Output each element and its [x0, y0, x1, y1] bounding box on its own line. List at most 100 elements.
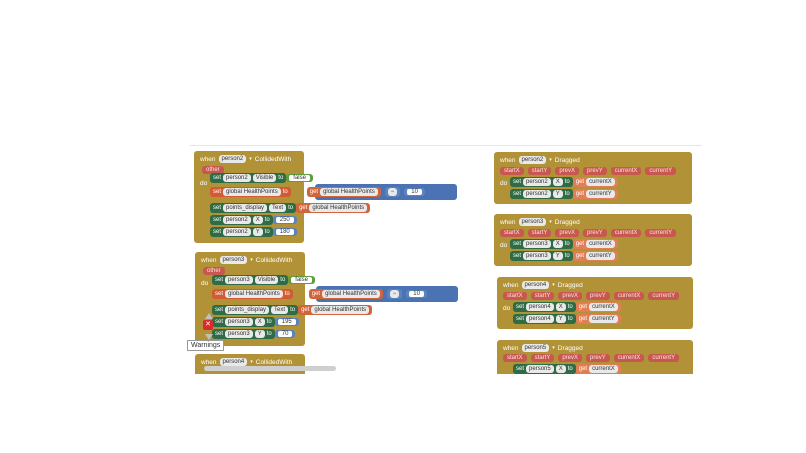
param-currentX[interactable]: currentX	[610, 167, 642, 175]
warnings-toggle[interactable]: Warnings	[187, 340, 225, 351]
param-startX[interactable]: startX	[500, 167, 524, 175]
param-currentY[interactable]: currentY	[648, 354, 680, 362]
event-block-person4-collided[interactable]: when person4▾ CollidedWith	[195, 354, 305, 374]
event-header: when person3▾ CollidedWith	[201, 256, 293, 264]
warnings-down-arrow-icon[interactable]	[205, 334, 213, 340]
param-startX[interactable]: startX	[500, 229, 524, 237]
param-prevY[interactable]: prevY	[586, 354, 610, 362]
op-minus[interactable]: −	[386, 289, 403, 299]
component-dropdown[interactable]: person5	[521, 344, 550, 352]
param-prevY[interactable]: prevY	[583, 229, 607, 237]
param-currentY[interactable]: currentY	[645, 229, 677, 237]
param-currentX[interactable]: currentX	[613, 292, 645, 300]
warnings-up-arrow-icon[interactable]	[205, 313, 213, 319]
number-block[interactable]: 195	[274, 318, 299, 326]
component-dropdown[interactable]: person2	[518, 156, 547, 164]
component-dropdown[interactable]: person2	[218, 155, 247, 163]
component-dropdown[interactable]: person4	[521, 281, 550, 289]
param-currentX[interactable]: currentX	[613, 354, 645, 362]
param-prevY[interactable]: prevY	[583, 167, 607, 175]
number-block[interactable]: 180	[272, 228, 297, 236]
param-startX[interactable]: startX	[503, 292, 527, 300]
component-dropdown[interactable]: person3	[219, 256, 248, 264]
bool-block[interactable]: false	[288, 276, 315, 284]
param-startX[interactable]: startX	[503, 354, 527, 362]
param-currentY[interactable]: currentY	[648, 292, 680, 300]
param-other[interactable]: other	[202, 166, 224, 174]
param-prevY[interactable]: prevY	[586, 292, 610, 300]
number-block[interactable]: 10	[404, 188, 425, 196]
param-other[interactable]: other	[203, 267, 225, 275]
param-startY[interactable]: startY	[527, 229, 552, 237]
param-prevX[interactable]: prevX	[558, 354, 583, 362]
drag-params: startX startY prevX prevY currentX curre…	[503, 292, 680, 300]
component-dropdown[interactable]: person4	[219, 358, 248, 366]
param-prevX[interactable]: prevX	[555, 167, 580, 175]
param-startY[interactable]: startY	[530, 354, 555, 362]
error-icon[interactable]: ✕	[203, 320, 213, 330]
param-prevX[interactable]: prevX	[555, 229, 580, 237]
op-minus[interactable]: −	[384, 187, 401, 197]
number-block[interactable]: 10	[406, 290, 427, 298]
param-startY[interactable]: startY	[527, 167, 552, 175]
param-startY[interactable]: startY	[530, 292, 555, 300]
number-block[interactable]: 70	[274, 330, 296, 338]
bool-block[interactable]: false	[286, 174, 313, 182]
param-currentY[interactable]: currentY	[645, 167, 677, 175]
param-currentX[interactable]: currentX	[610, 229, 642, 237]
component-dropdown[interactable]: person3	[518, 218, 547, 226]
horizontal-scrollbar[interactable]	[204, 366, 336, 371]
event-header: when person4▾ CollidedWith	[201, 358, 293, 366]
param-prevX[interactable]: prevX	[558, 292, 583, 300]
number-block[interactable]: 250	[272, 216, 297, 224]
